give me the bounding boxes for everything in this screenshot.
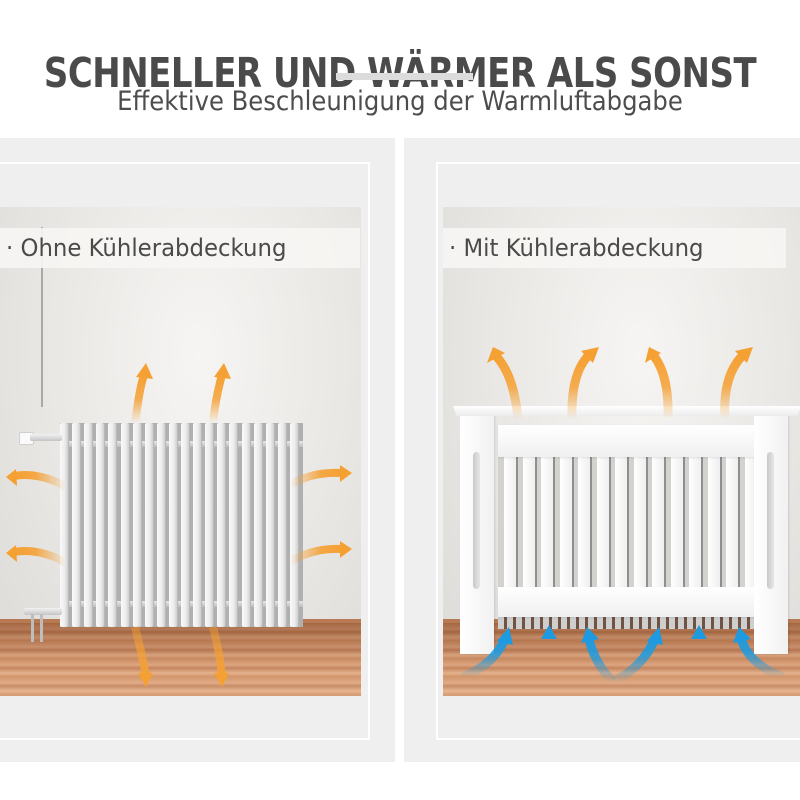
radiator-pipe	[41, 227, 43, 407]
photo-radiator-with-cover: · Mit Kühlerabdeckung	[443, 207, 800, 696]
valve-leg	[40, 614, 43, 642]
leg-slot	[473, 452, 480, 589]
radiator-column	[156, 423, 165, 627]
radiator-column	[229, 423, 238, 627]
radiator-column	[96, 423, 105, 627]
cover-slat	[633, 457, 646, 587]
cover-slat	[596, 457, 609, 587]
cover-slat	[504, 457, 516, 587]
radiator-column	[60, 423, 68, 627]
panel-label-without-cover: · Ohne Kühlerabdeckung	[0, 228, 360, 268]
cover-right-leg	[754, 416, 788, 654]
cover-slat	[707, 457, 720, 587]
radiator-column	[168, 423, 177, 627]
radiator-column	[181, 423, 189, 627]
panel-without-cover: · Ohne Kühlerabdeckung	[0, 138, 395, 762]
cover-top-shelf	[453, 406, 800, 416]
photo-radiator-without-cover: · Ohne Kühlerabdeckung	[0, 207, 361, 696]
cover-slats	[498, 457, 758, 587]
cover-slat	[578, 457, 590, 587]
cover-slat	[744, 457, 757, 587]
panel-with-cover: · Mit Kühlerabdeckung	[404, 138, 800, 762]
cover-slat	[652, 457, 664, 587]
radiator-column	[277, 423, 286, 627]
title-separator	[336, 73, 473, 80]
wood-floor	[443, 623, 800, 696]
radiator-column	[253, 423, 262, 627]
radiator-column	[241, 423, 250, 627]
cover-slat	[726, 457, 738, 587]
cover-slat	[559, 457, 572, 587]
cover-slat	[670, 457, 683, 587]
panel-label-with-cover: · Mit Kühlerabdeckung	[443, 228, 786, 268]
cover-slat	[522, 457, 535, 587]
radiator-column	[84, 423, 93, 627]
valve-top	[30, 434, 62, 441]
radiator	[60, 423, 303, 627]
radiator-column	[193, 423, 202, 627]
leg-slot	[767, 452, 774, 589]
panel-frame	[436, 162, 800, 740]
valve-leg	[31, 614, 34, 642]
panel-frame	[0, 162, 370, 740]
radiator-column	[120, 423, 129, 627]
valve-bottom	[24, 608, 62, 615]
cover-slat	[689, 457, 701, 587]
radiator-column	[144, 423, 153, 627]
cover-left-leg	[460, 416, 494, 654]
radiator-column	[217, 423, 226, 627]
cover-slat	[615, 457, 627, 587]
radiator-column	[265, 423, 274, 627]
radiator-column	[289, 423, 298, 627]
radiator-fins-visible	[498, 617, 758, 629]
radiator-column	[108, 423, 117, 627]
cover-top-rail	[498, 425, 758, 457]
wood-floor	[0, 623, 361, 696]
cover-slat	[541, 457, 553, 587]
radiator-column	[72, 423, 81, 627]
cover-bottom-rail	[498, 587, 758, 617]
headline-subtitle: Effektive Beschleunigung der Warmluftabg…	[117, 86, 683, 117]
radiator-column	[132, 423, 141, 627]
radiator-column	[205, 423, 214, 627]
